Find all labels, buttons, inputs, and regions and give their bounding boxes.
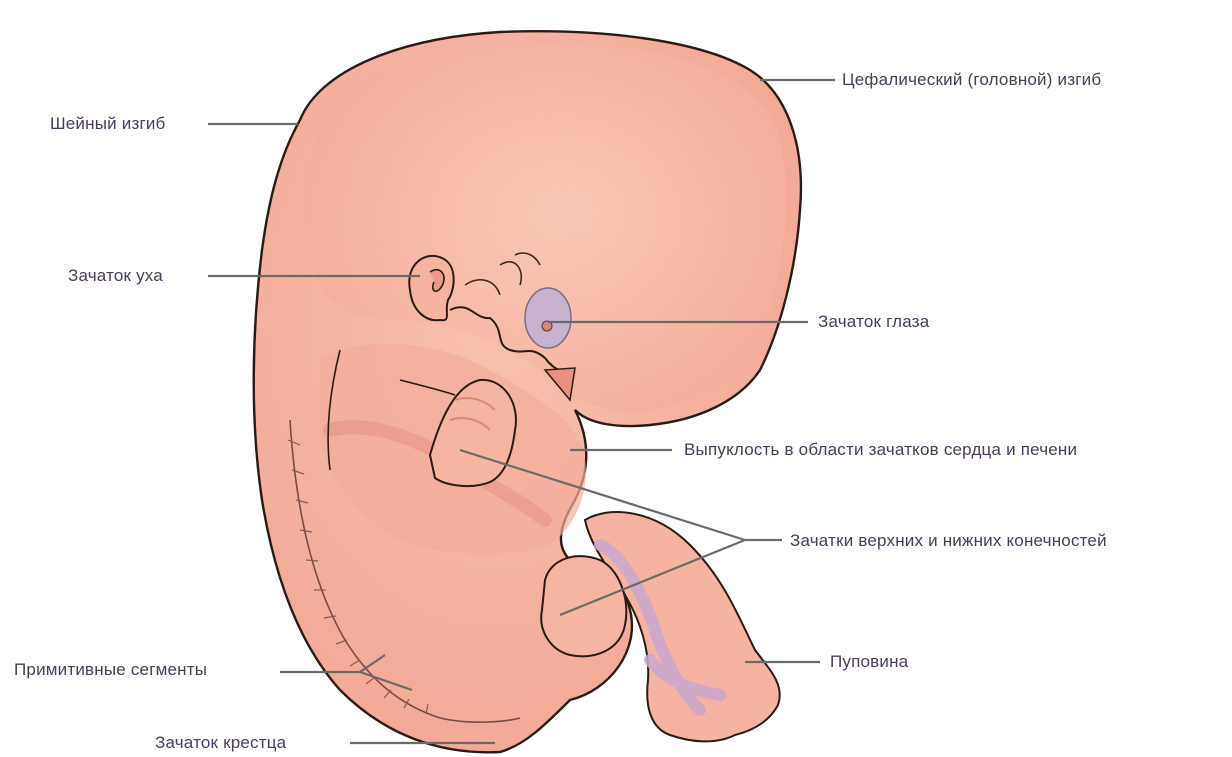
label-limb-buds: Зачатки верхних и нижних конечностей	[790, 531, 1107, 551]
label-cephalic-flexure: Цефалический (головной) изгиб	[842, 70, 1101, 90]
label-sacrum-bud: Зачаток крестца	[155, 733, 286, 753]
label-ear-bud: Зачаток уха	[68, 266, 163, 286]
label-umbilical-cord: Пуповина	[830, 652, 908, 672]
label-cervical-flexure: Шейный изгиб	[50, 114, 165, 134]
label-heart-liver-bulge: Выпуклость в области зачатков сердца и п…	[684, 440, 1077, 460]
label-primitive-segments: Примитивные сегменты	[14, 660, 207, 680]
label-eye-bud: Зачаток глаза	[818, 312, 929, 332]
eye-bud	[525, 288, 571, 348]
